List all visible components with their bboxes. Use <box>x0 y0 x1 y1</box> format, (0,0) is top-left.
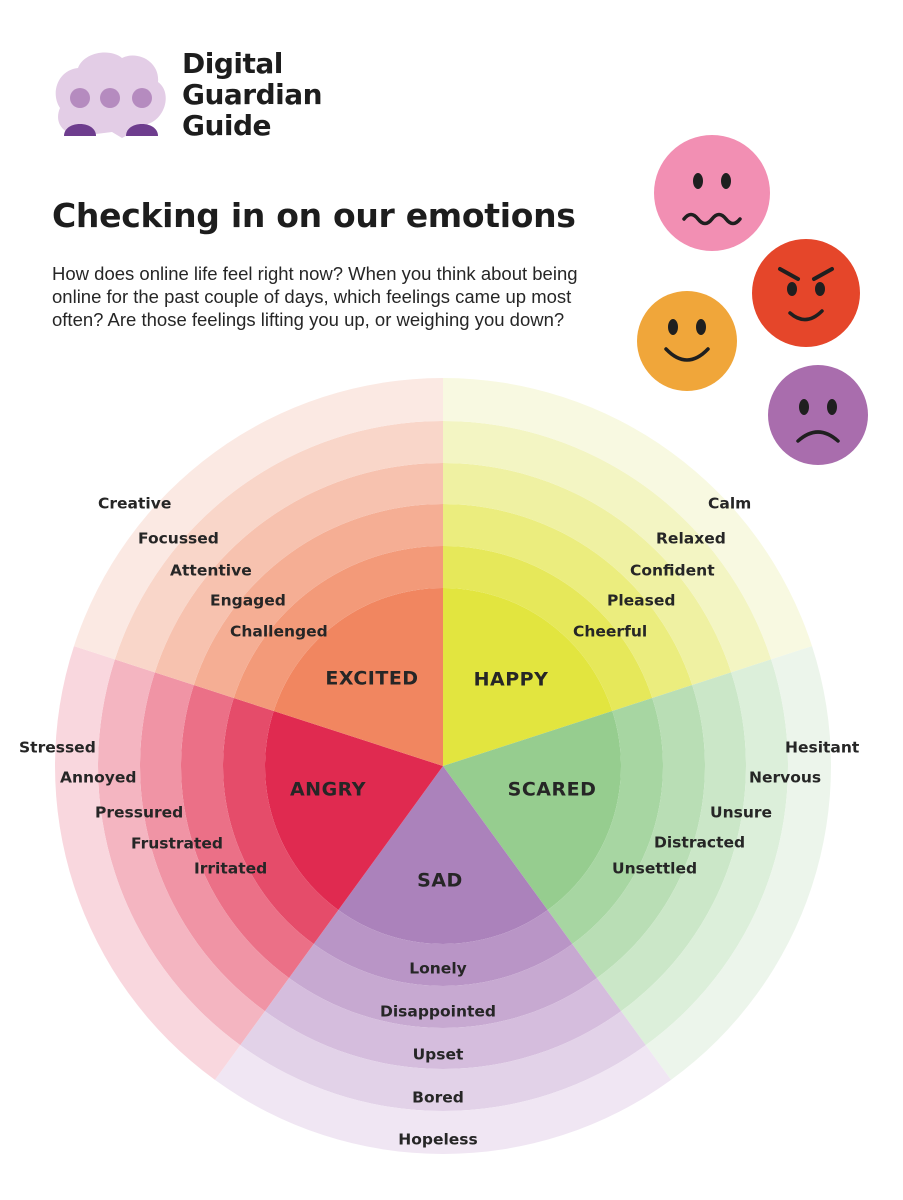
angry-face-icon <box>752 239 860 347</box>
sad-face-icon <box>768 365 868 465</box>
wheel-word-angry-4: Annoyed <box>60 769 136 787</box>
wheel-word-angry-3: Pressured <box>95 804 183 822</box>
wheel-word-excited-5: Creative <box>98 495 171 513</box>
wheel-category-sad: SAD <box>417 870 463 892</box>
logo-line: Guardian <box>182 78 323 111</box>
wheel-sad-band-1 <box>313 910 573 987</box>
wheel-excited-band-5 <box>73 378 443 660</box>
wheel-category-happy: HAPPY <box>474 669 549 691</box>
wheel-word-scared-1: Unsettled <box>612 860 697 878</box>
wheel-word-scared-5: Hesitant <box>785 739 860 757</box>
wheel-word-sad-3: Upset <box>413 1046 464 1064</box>
worried-face-icon <box>654 135 770 251</box>
wheel-angry-band-5 <box>55 646 241 1080</box>
smiling-face-icon <box>637 291 737 391</box>
wheel-happy-band-1 <box>443 546 653 711</box>
wheel-excited-band-2 <box>193 504 443 699</box>
wheel-word-sad-5: Hopeless <box>398 1131 478 1149</box>
wheel-word-happy-2: Pleased <box>607 592 675 610</box>
wheel-happy-band-4 <box>443 421 772 673</box>
guardian-group-icon <box>55 52 166 138</box>
wheel-angry-band-1 <box>222 698 339 944</box>
wheel-angry-band-3 <box>139 672 290 1012</box>
wheel-excited-band-4 <box>114 421 443 673</box>
wheel-word-happy-1: Cheerful <box>573 623 647 641</box>
wheel-angry-band-4 <box>97 659 265 1046</box>
wheel-word-angry-2: Frustrated <box>131 835 223 853</box>
intro-paragraph: How does online life feel right now? Whe… <box>52 263 578 330</box>
wheel-angry-band-2 <box>181 685 314 978</box>
wheel-word-scared-4: Nervous <box>749 769 821 787</box>
wheel-word-angry-1: Irritated <box>194 860 267 878</box>
wheel-word-excited-1: Challenged <box>230 623 328 641</box>
wheel-happy-band-2 <box>443 504 693 699</box>
wheel-scared-band-2 <box>572 685 705 978</box>
wheel-happy-band-3 <box>443 463 732 686</box>
logo: Digital Guardian Guide <box>50 48 340 148</box>
wheel-scared-band-5 <box>645 646 831 1080</box>
wheel-word-excited-4: Focussed <box>138 530 219 548</box>
wheel-happy-band-5 <box>443 378 813 660</box>
wheel-sad-band-0 <box>338 766 548 944</box>
wheel-category-excited: EXCITED <box>325 668 418 690</box>
wheel-word-sad-1: Lonely <box>409 960 467 978</box>
wheel-scared-band-0 <box>443 710 621 911</box>
wheel-sad-band-2 <box>289 943 597 1028</box>
wheel-word-excited-3: Attentive <box>170 562 252 580</box>
wheel-word-happy-5: Calm <box>708 495 751 513</box>
wheel-scared-band-1 <box>547 698 663 944</box>
wheel-scared-band-4 <box>621 659 789 1046</box>
wheel-scared-band-3 <box>596 672 746 1012</box>
wheel-word-sad-2: Disappointed <box>380 1003 496 1021</box>
wheel-word-excited-2: Engaged <box>210 592 286 610</box>
wheel-word-scared-2: Distracted <box>654 834 745 852</box>
page-title: Checking in on our emotions <box>52 196 576 235</box>
wheel-word-happy-3: Confident <box>630 562 715 580</box>
logo-line: Guide <box>182 109 272 142</box>
emotion-faces <box>620 135 903 475</box>
wheel-excited-band-3 <box>154 463 443 686</box>
wheel-word-sad-4: Bored <box>412 1089 464 1107</box>
wheel-word-angry-5: Stressed <box>19 739 96 757</box>
wheel-category-scared: SCARED <box>508 779 597 801</box>
wheel-excited-band-0 <box>273 588 443 766</box>
wheel-word-scared-3: Unsure <box>710 804 772 822</box>
logo-line: Digital <box>182 47 283 80</box>
logo-wordmark: Digital Guardian Guide <box>182 48 342 141</box>
wheel-category-angry: ANGRY <box>290 779 366 801</box>
wheel-sad-band-5 <box>214 1045 672 1154</box>
wheel-happy-band-0 <box>443 588 613 766</box>
wheel-sad-band-4 <box>240 1011 646 1111</box>
wheel-angry-band-0 <box>265 710 443 911</box>
wheel-sad-band-3 <box>264 977 622 1070</box>
wheel-word-happy-4: Relaxed <box>656 530 726 548</box>
wheel-excited-band-1 <box>233 546 443 711</box>
